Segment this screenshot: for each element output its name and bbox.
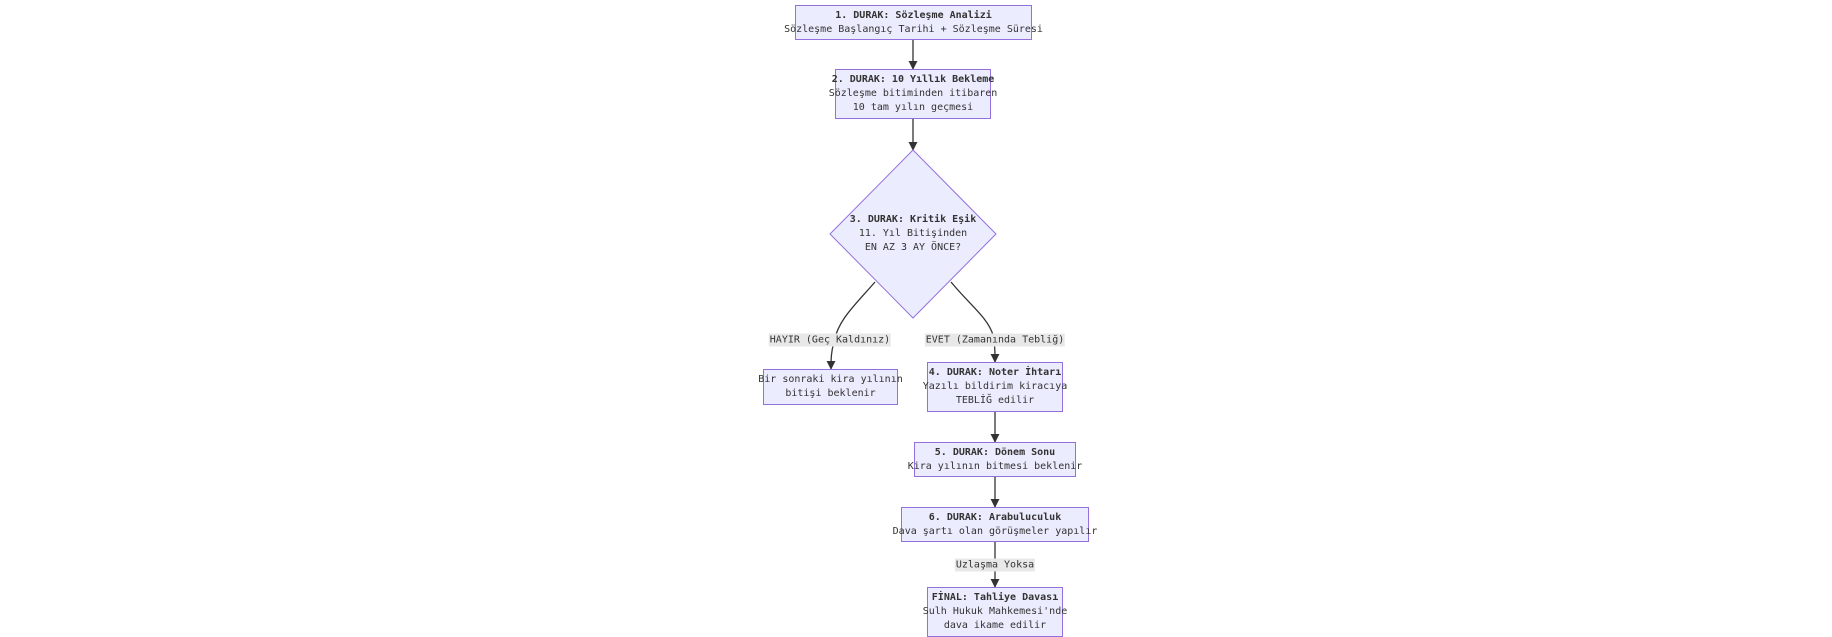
node-notary-notice: 4. DURAK: Noter İhtarı Yazılı bildirim k… <box>923 362 1067 412</box>
node-title: 3. DURAK: Kritik Eşik <box>849 214 977 225</box>
node-line: 11. Yıl Bitişinden <box>858 228 968 239</box>
node-period-end: 5. DURAK: Dönem Sonu Kira yılının bitmes… <box>908 442 1082 477</box>
node-eviction-lawsuit: FİNAL: Tahliye Davası Sulh Hukuk Mahkeme… <box>923 587 1067 637</box>
node-title: 2. DURAK: 10 Yıllık Bekleme <box>831 74 995 85</box>
node-contract-analysis: 1. DURAK: Sözleşme Analizi Sözleşme Başl… <box>784 5 1043 40</box>
node-title: FİNAL: Tahliye Davası <box>931 592 1059 603</box>
edge-label-no: HAYIR (Geç Kaldınız) <box>768 333 892 347</box>
decision-diamond <box>829 149 997 319</box>
node-line: 10 tam yılın geçmesi <box>852 102 974 113</box>
node-line: Dava şartı olan görüşmeler yapılır <box>892 525 1098 537</box>
node-ten-year-wait: 2. DURAK: 10 Yıllık Bekleme Sözleşme bit… <box>829 69 997 119</box>
node-line: EN AZ 3 AY ÖNCE? <box>864 242 962 253</box>
node-mediation: 6. DURAK: Arabuluculuk Dava şartı olan g… <box>893 507 1097 542</box>
edge-label-no-settlement: Uzlaşma Yoksa <box>954 558 1036 572</box>
node-line: Sözleşme Başlangıç Tarihi + Sözleşme Sür… <box>784 23 1043 35</box>
node-line: Sulh Hukuk Mahkemesi'nde <box>922 606 1068 617</box>
node-line: dava ikame edilir <box>943 620 1047 631</box>
node-title: 6. DURAK: Arabuluculuk <box>928 511 1062 523</box>
edge-3-to-4 <box>950 281 1000 363</box>
node-line: bitişi beklenir <box>785 388 876 399</box>
node-line: Yazılı bildirim kiracıya <box>922 381 1068 392</box>
edge-label-yes: EVET (Zamanında Tebliğ) <box>924 333 1066 347</box>
edge-3-to-late <box>826 281 876 370</box>
node-title: 5. DURAK: Dönem Sonu <box>934 446 1056 458</box>
node-line: TEBLİĞ edilir <box>955 395 1035 406</box>
node-critical-threshold: 3. DURAK: Kritik Eşik 11. Yıl Bitişinden… <box>843 212 983 256</box>
node-title: 4. DURAK: Noter İhtarı <box>928 367 1062 378</box>
node-line: Kira yılının bitmesi beklenir <box>907 460 1083 472</box>
node-title: 1. DURAK: Sözleşme Analizi <box>835 9 992 21</box>
node-line: Sözleşme bitiminden itibaren <box>828 88 998 99</box>
node-line: Bir sonraki kira yılının <box>758 374 903 385</box>
node-wait-next-year: Bir sonraki kira yılının bitişi beklenir <box>758 369 903 405</box>
